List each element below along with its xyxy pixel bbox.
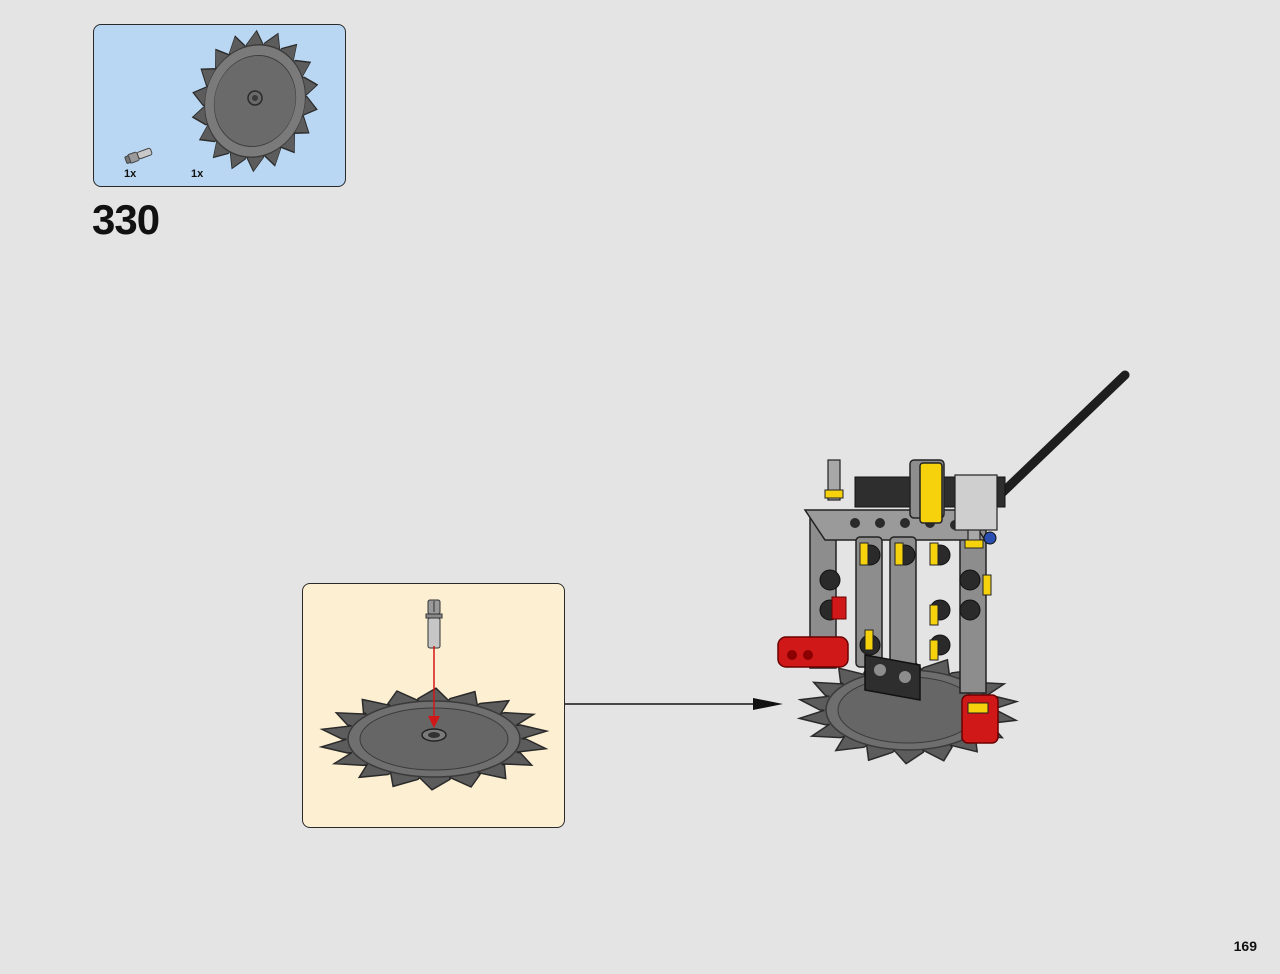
step-arrow-icon xyxy=(565,698,783,710)
insert-arrow-icon xyxy=(428,646,440,728)
model-assembly-icon xyxy=(777,370,1130,765)
saw-blade-part-icon xyxy=(191,29,319,173)
pin-insert-icon xyxy=(425,599,443,649)
saw-blade-quantity: 1x xyxy=(191,168,204,180)
step-number: 330 xyxy=(92,196,160,243)
page-number: 169 xyxy=(1233,938,1257,954)
parts-list-callout: 1x 1x xyxy=(93,24,346,187)
pin-part-icon xyxy=(124,147,153,164)
sub-step-callout xyxy=(302,583,565,828)
pin-quantity: 1x xyxy=(124,168,137,180)
